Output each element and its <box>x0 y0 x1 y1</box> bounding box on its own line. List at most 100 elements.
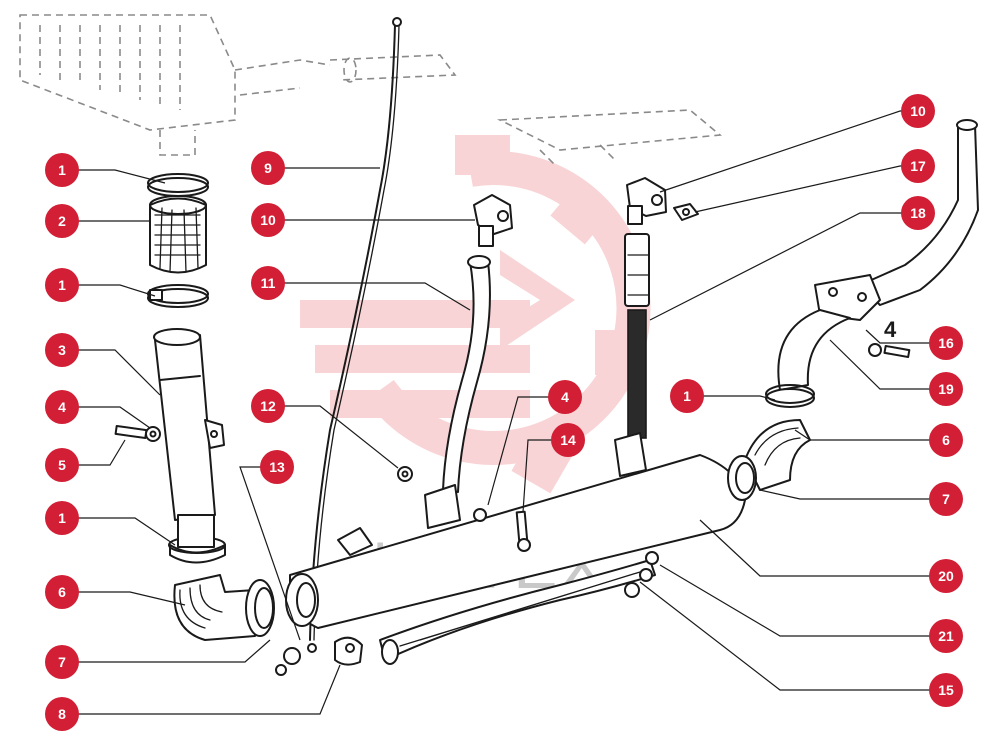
callout-badge: 1 <box>45 501 79 535</box>
callout-label: 2 <box>58 213 66 229</box>
part-rod <box>307 17 402 653</box>
callout-label: 6 <box>942 432 950 448</box>
callout-badge: 2 <box>45 204 79 238</box>
part-hose-left <box>442 255 491 493</box>
callout-badge: 7 <box>45 645 79 679</box>
part-elbow-fitting-right <box>626 177 667 225</box>
callout-badge: 9 <box>251 151 285 185</box>
callout-badge: 19 <box>929 372 963 406</box>
watermark-gear-tooth <box>455 135 510 175</box>
callout-label: 5 <box>58 457 66 473</box>
callout-label: 6 <box>58 584 66 600</box>
callout-badge: 3 <box>45 333 79 367</box>
part-bolt-and-washer-right <box>868 343 911 359</box>
inline-part-label: 4 <box>884 317 897 342</box>
part-clamp-lower <box>168 514 226 564</box>
leader-line <box>77 349 161 396</box>
leader-line <box>283 282 471 311</box>
leader-line <box>659 110 903 193</box>
callout-label: 10 <box>260 212 276 228</box>
callout-label: 14 <box>560 432 576 448</box>
part-muffler <box>285 432 746 629</box>
callout-label: 1 <box>58 510 66 526</box>
callout-label: 3 <box>58 342 66 358</box>
callout-label: 10 <box>910 103 926 119</box>
callout-label: 7 <box>942 491 950 507</box>
leader-line <box>77 664 341 715</box>
radiator-context-ghost <box>19 14 722 166</box>
watermark-gear-logo <box>300 135 651 494</box>
callout-badge: 21 <box>929 619 963 653</box>
callout-badge: 1 <box>45 268 79 302</box>
leader-line <box>77 284 156 297</box>
part-hose-sleeve <box>149 195 207 274</box>
part-clamp-middle <box>147 284 209 308</box>
leader-line <box>639 581 931 691</box>
part-exhaust-pipe <box>153 328 225 521</box>
callout-label: 20 <box>938 568 954 584</box>
callout-badge: 13 <box>260 450 294 484</box>
leader-line <box>865 329 931 344</box>
part-bolt-and-washer-left <box>114 424 161 442</box>
callout-badges: 1 2 1 3 4 5 1 6 7 8 9 10 11 12 13 4 14 1… <box>45 94 963 731</box>
callout-badge: 14 <box>551 423 585 457</box>
callout-label: 8 <box>58 706 66 722</box>
callout-label: 7 <box>58 654 66 670</box>
callout-label: 15 <box>938 682 954 698</box>
callout-badge: 20 <box>929 559 963 593</box>
watermark-stripe <box>315 345 530 373</box>
callout-label: 4 <box>561 389 569 405</box>
part-small-fitting <box>673 203 699 221</box>
leader-line <box>694 165 903 213</box>
callout-label: 16 <box>938 335 954 351</box>
part-tailpipe <box>859 119 979 306</box>
leader-line <box>649 212 903 321</box>
callout-label: 12 <box>260 398 276 414</box>
part-exhaust-bend <box>765 309 851 408</box>
part-washer-12 <box>397 466 413 482</box>
callout-badge: 6 <box>45 575 79 609</box>
part-clamp-upper <box>147 173 209 197</box>
leader-line <box>77 591 186 606</box>
callout-label: 19 <box>938 381 954 397</box>
callout-label: 11 <box>261 275 276 291</box>
watermark-gear-tooth <box>550 181 614 245</box>
callout-label: 1 <box>58 162 66 178</box>
callout-badge: 11 <box>251 266 285 300</box>
leader-line <box>487 396 550 506</box>
part-hose-right <box>624 233 650 439</box>
part-elbow-right <box>727 419 811 501</box>
leader-line <box>522 439 553 513</box>
callout-badge: 16 <box>929 326 963 360</box>
callout-badge: 5 <box>45 448 79 482</box>
callout-badge: 15 <box>929 673 963 707</box>
callout-label: 1 <box>58 277 66 293</box>
leader-line <box>659 564 931 637</box>
callout-label: 13 <box>269 459 285 475</box>
leader-line <box>77 169 166 184</box>
leader-line <box>283 405 399 469</box>
leader-line <box>699 519 931 577</box>
callout-label: 17 <box>910 158 926 174</box>
leader-line <box>77 439 126 466</box>
callout-badge: 1 <box>45 153 79 187</box>
callout-label: 21 <box>938 628 954 644</box>
watermark-arrow <box>500 250 575 350</box>
callout-label: 4 <box>58 399 66 415</box>
callout-badge: 8 <box>45 697 79 731</box>
callout-badge: 1 <box>670 379 704 413</box>
callout-badge: 18 <box>901 196 935 230</box>
part-bolt-14 <box>515 510 531 552</box>
callout-label: 1 <box>683 388 691 404</box>
leader-line <box>77 406 151 429</box>
part-fittings-bottom-left <box>275 636 363 676</box>
callout-badge: 17 <box>901 149 935 183</box>
callout-badge: 4 <box>45 390 79 424</box>
leader-line <box>759 489 931 500</box>
callout-label: 9 <box>264 160 272 176</box>
part-mount-bracket <box>379 551 659 665</box>
leader-line <box>77 639 271 663</box>
callout-badge: 12 <box>251 389 285 423</box>
callout-badge: 4 <box>548 380 582 414</box>
